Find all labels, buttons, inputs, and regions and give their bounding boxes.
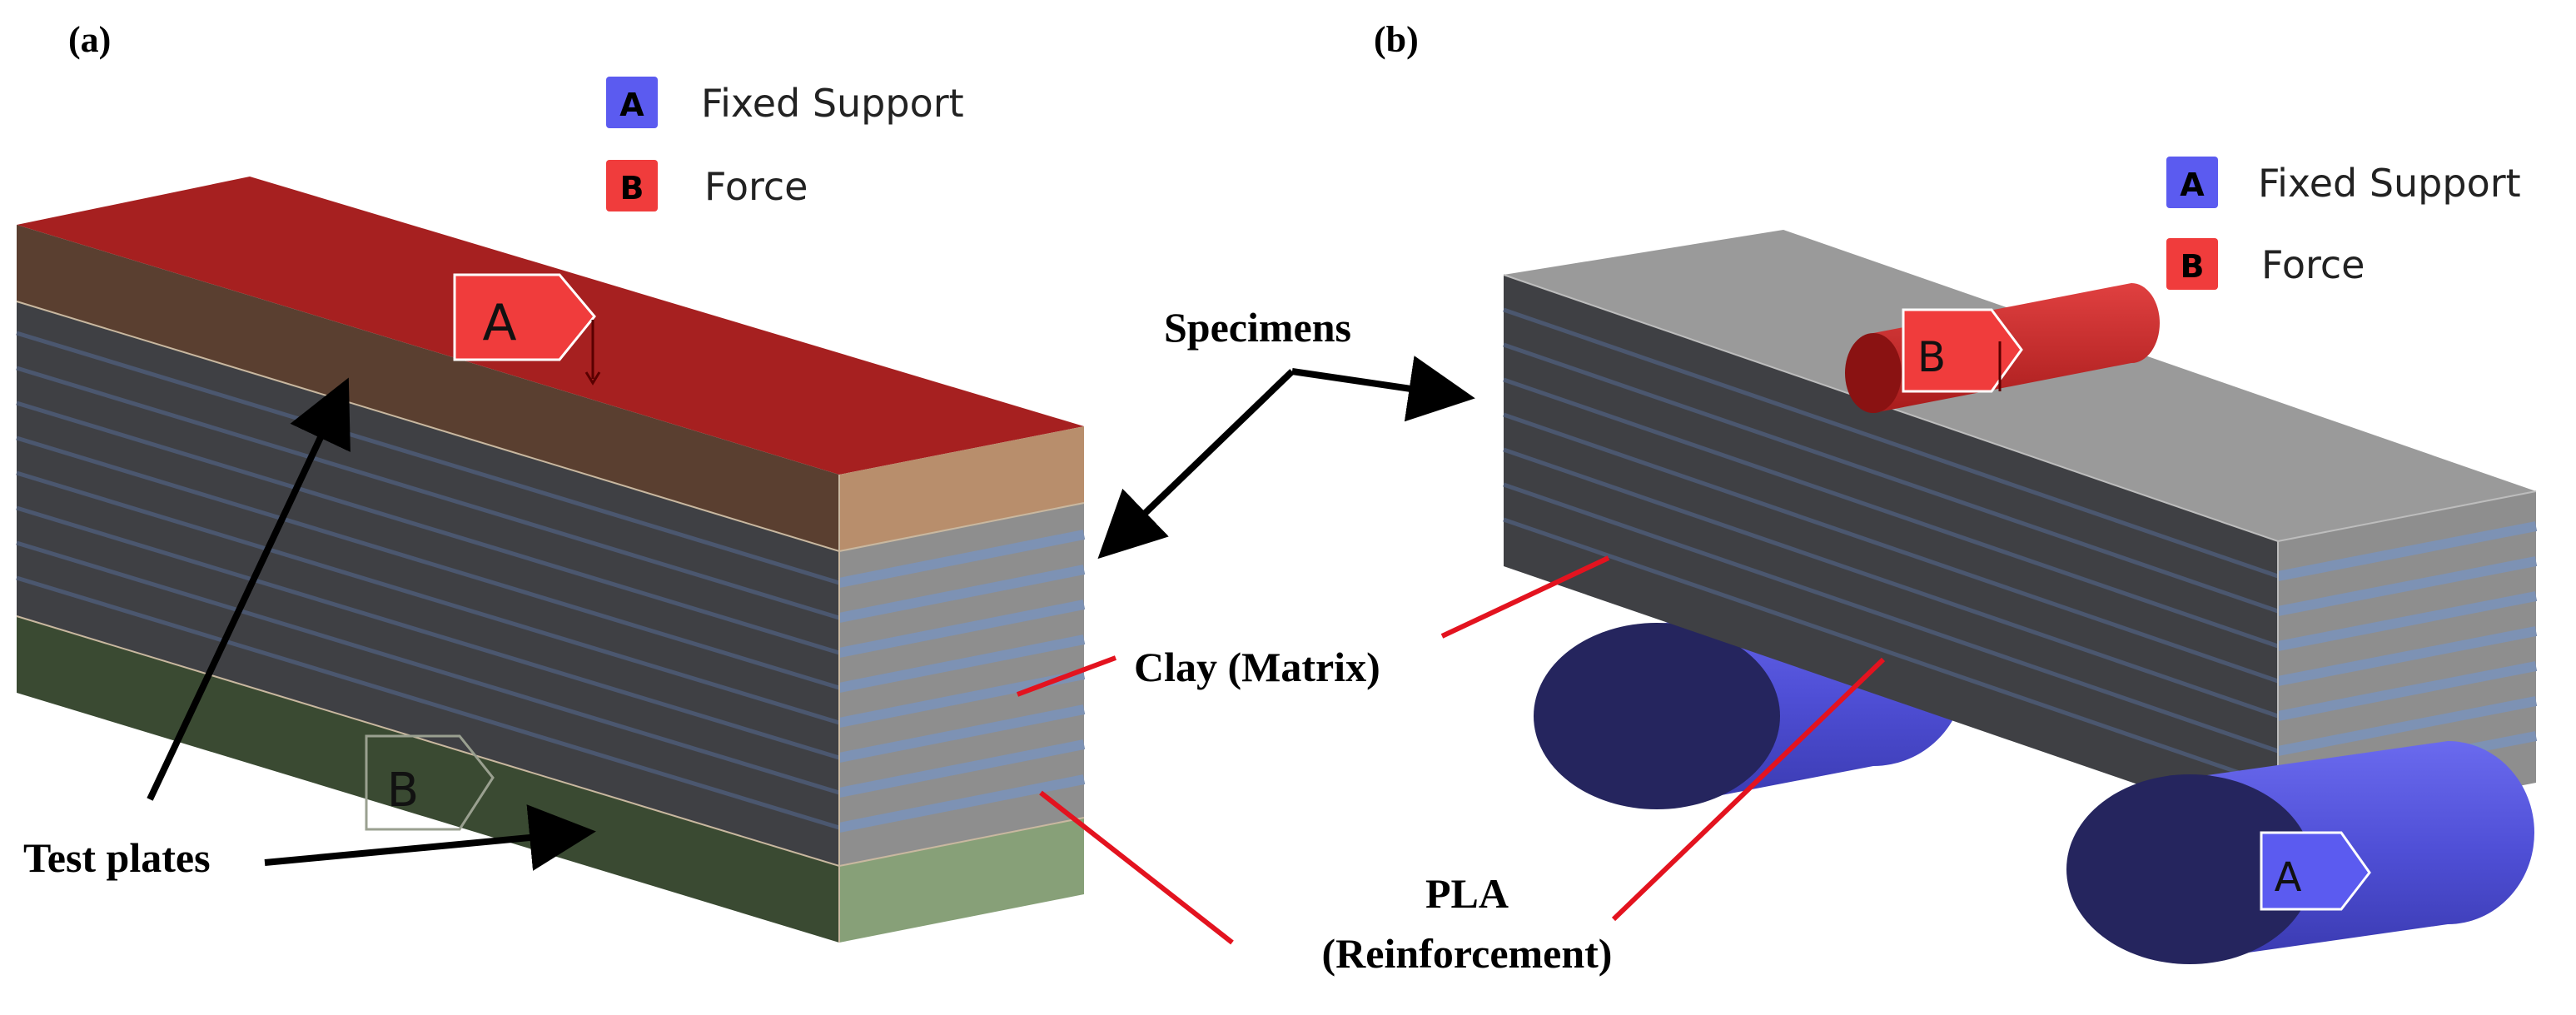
- legend-b-item-force: B Force: [2166, 238, 2365, 290]
- legend-b-item-fixed-support: A Fixed Support: [2166, 157, 2521, 208]
- arrow-specimen-a: [1097, 369, 1295, 560]
- panel-a-label: (a): [68, 19, 111, 60]
- support-cylinder-right: A: [2066, 741, 2534, 964]
- marker-b-force: [1902, 308, 2023, 393]
- test-plate-bottom-end: [839, 818, 1084, 943]
- support-cylinder-left-end: [1534, 623, 1780, 809]
- legend-b-swatch-b: [2166, 238, 2218, 290]
- legend-a-text-force: Force: [704, 164, 808, 209]
- marker-a-top: A: [453, 273, 601, 386]
- test-plate-top-end: [839, 426, 1084, 551]
- legend-a-swatch-b: [606, 160, 658, 211]
- label-specimens: Specimens: [1164, 304, 1351, 351]
- leader-clay-b: [1440, 555, 1610, 639]
- specimen-b-top: [1504, 230, 2536, 541]
- specimen-b-side: [1504, 275, 2278, 833]
- specimen-a-side: [17, 301, 839, 866]
- legend-a-letter-a: A: [619, 87, 644, 123]
- arrows-test-plates: [147, 377, 596, 871]
- marker-b-bottom: B: [365, 734, 495, 831]
- leader-clay-a: [1016, 655, 1117, 697]
- legend-b-text-force: Force: [2261, 242, 2365, 287]
- leader-pla-a: [1039, 790, 1234, 945]
- marker-a-support: [2260, 831, 2371, 911]
- test-plate-top-side: [17, 225, 839, 551]
- marker-a-top-letter: A: [482, 294, 516, 352]
- specimen-b: [1503, 230, 2538, 833]
- label-pla: PLA: [1425, 870, 1509, 917]
- arrow-test-plate-bottom: [264, 804, 596, 871]
- label-clay-matrix: Clay (Matrix): [1134, 644, 1380, 690]
- marker-b-bottom-letter: B: [387, 764, 419, 818]
- legend-a-item-fixed-support: A Fixed Support: [606, 77, 964, 128]
- pla-stripes-b-side: [1503, 307, 2279, 789]
- force-cylinder: B: [1845, 283, 2160, 413]
- legend-b-letter-b: B: [2181, 248, 2205, 285]
- panel-b: (b) A Fixed Support B Force: [1374, 19, 2538, 964]
- arrow-test-plate-top: [147, 377, 351, 801]
- legend-a: A Fixed Support B Force: [606, 77, 964, 211]
- marker-b-force-letter: B: [1917, 333, 1946, 381]
- arrows-specimens: [1097, 356, 1475, 560]
- panel-a: (a) A Fixed Support B Force: [16, 19, 1234, 945]
- label-reinforcement: (Reinforcement): [1322, 930, 1613, 977]
- label-test-plates: Test plates: [23, 834, 211, 881]
- legend-b-letter-a: A: [2180, 167, 2205, 203]
- legend-a-letter-b: B: [620, 170, 644, 206]
- test-plate-bottom-side: [17, 616, 839, 943]
- legend-b-swatch-a: [2166, 157, 2218, 208]
- legend-b: A Fixed Support B Force: [2166, 157, 2521, 290]
- pla-stripes-a-side: [16, 331, 840, 830]
- marker-a-support-letter: A: [2275, 854, 2302, 901]
- panel-b-label: (b): [1374, 19, 1419, 60]
- leader-pla-b: [1611, 657, 1886, 922]
- specimen-a-end: [839, 503, 1084, 866]
- arrow-specimen-b: [1291, 356, 1475, 422]
- specimen-a: A B: [16, 177, 1086, 943]
- legend-b-text-fixed-support: Fixed Support: [2258, 161, 2521, 206]
- legend-a-item-force: B Force: [606, 160, 808, 211]
- support-cylinder-right-end: [2066, 774, 2313, 964]
- legend-a-text-fixed-support: Fixed Support: [701, 81, 964, 126]
- legend-a-swatch-a: [606, 77, 658, 128]
